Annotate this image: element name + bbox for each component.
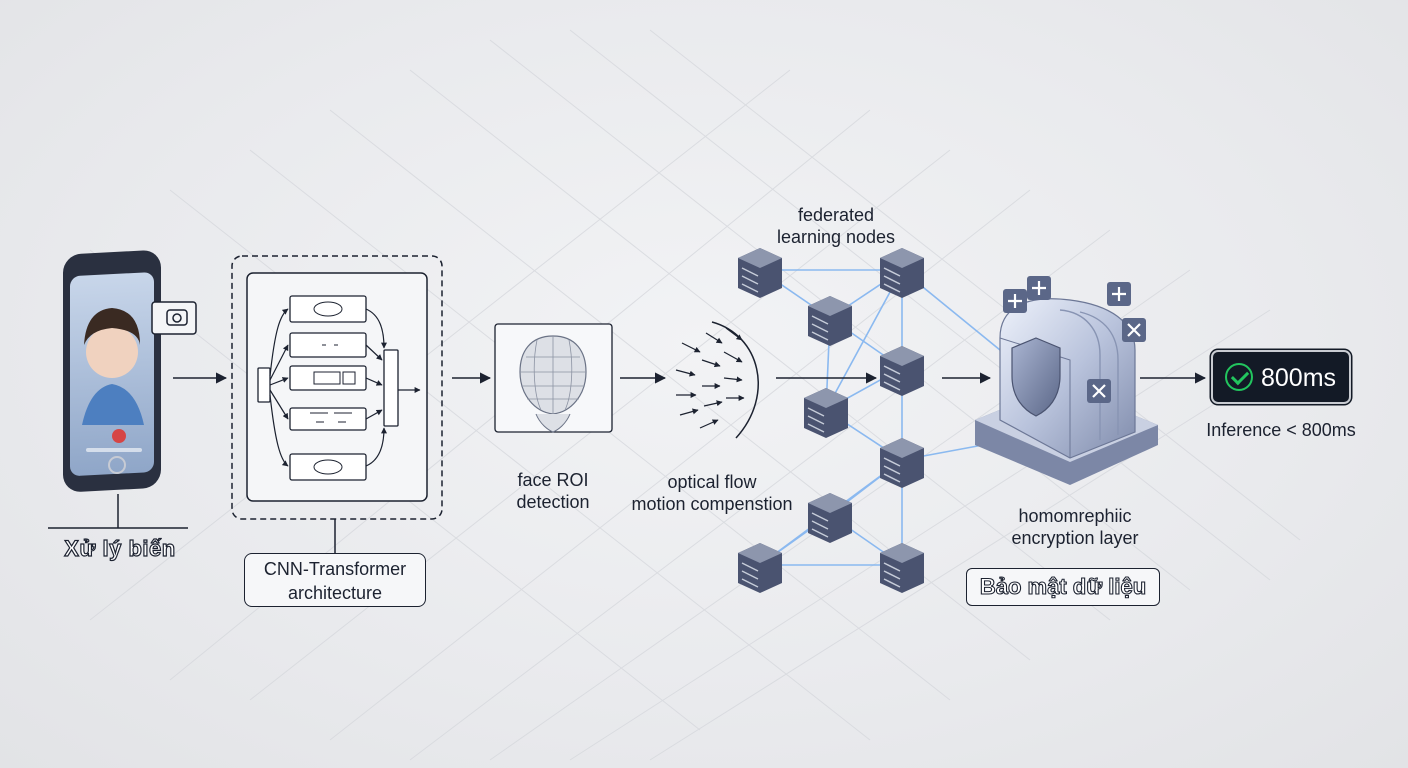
server-icon (880, 438, 924, 488)
face-mesh-icon (494, 323, 613, 433)
plus-icon (1003, 289, 1027, 313)
server-icon (738, 248, 782, 298)
check-circle-icon (1225, 363, 1253, 391)
plus-icon (1107, 282, 1131, 306)
federated-nodes-label: federated learning nodes (756, 205, 916, 248)
encryption-vault (975, 298, 1158, 485)
optical-flow-label: optical flow motion compenstion (612, 472, 812, 515)
homo-label-line2: encryption layer (1011, 527, 1139, 548)
plus-icon (1027, 276, 1051, 300)
face-roi-label: face ROI detection (478, 470, 628, 513)
homo-label-line1: homomrephiic (1018, 506, 1132, 526)
face-label-line1: face ROI (517, 470, 589, 490)
cnn-label-line1: CNN-Transformer (263, 559, 407, 579)
federated-links (759, 269, 1011, 566)
smartphone-icon (63, 250, 161, 492)
server-icon (808, 296, 852, 346)
multiply-icon (1087, 379, 1111, 403)
multiply-icon (1122, 318, 1146, 342)
shield-icon (1011, 337, 1061, 417)
inference-label: Inference < 800ms (1206, 420, 1356, 440)
edge-processing-label: Xử lý biến (64, 535, 176, 561)
server-icon (880, 543, 924, 593)
latency-badge: 800ms (1211, 350, 1351, 404)
server-icon (738, 543, 782, 593)
flow-label-line2: motion compenstion (631, 493, 793, 514)
server-icon (880, 346, 924, 396)
latency-value: 800ms (1261, 364, 1337, 392)
encryption-layer-label: homomrephiic encryption layer (975, 506, 1175, 549)
camera-icon (151, 301, 197, 335)
face-label-line2: detection (516, 491, 590, 512)
cnn-transformer-label-box: CNN-Transformer architecture (244, 553, 426, 607)
optical-flow-icon (675, 327, 745, 429)
cnn-transformer-block (231, 255, 443, 520)
fed-label-line2: learning nodes (776, 226, 896, 247)
server-icon (808, 493, 852, 543)
server-icon (804, 388, 848, 438)
server-nodes (738, 248, 924, 593)
flow-label-line1: optical flow (667, 472, 757, 492)
cnn-label-line2: architecture (287, 583, 383, 603)
fed-label-line1: federated (797, 205, 875, 225)
server-icon (880, 248, 924, 298)
flow-arc (711, 321, 759, 439)
data-security-label: Bảo mật dữ liệu (966, 568, 1160, 606)
edge-callout-line (48, 494, 188, 529)
